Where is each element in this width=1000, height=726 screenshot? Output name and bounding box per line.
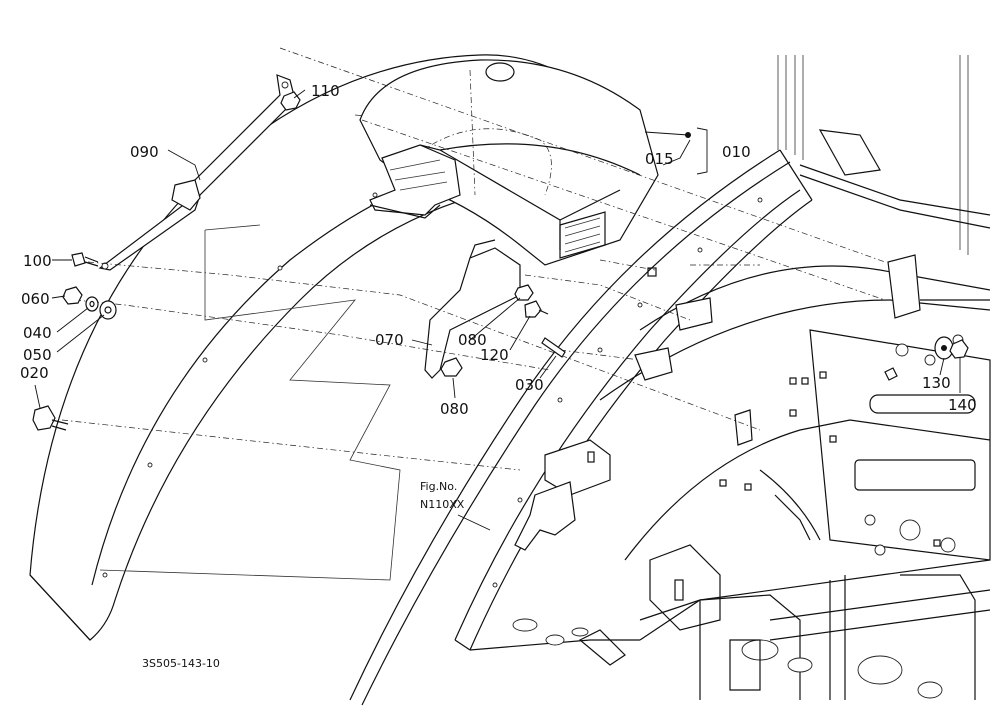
label-070: 070 — [375, 331, 404, 349]
label-120: 120 — [480, 346, 509, 364]
label-110: 110 — [311, 82, 340, 100]
label-010: 010 — [722, 143, 751, 161]
stay-bracket-070 — [424, 239, 521, 379]
figure-reference: Fig.No. N110XX — [420, 480, 465, 511]
rail-brackets — [514, 267, 753, 551]
fig-ref-line2: N110XX — [420, 498, 465, 511]
label-080-upper: 080 — [458, 331, 487, 349]
alignment-lines — [61, 47, 886, 471]
label-015: 015 — [645, 150, 674, 168]
label-060: 060 — [21, 290, 50, 308]
label-040: 040 — [23, 324, 52, 342]
label-140: 140 — [948, 396, 977, 414]
fig-ref-line1: Fig.No. — [420, 480, 457, 493]
label-030: 030 — [515, 376, 544, 394]
label-080-lower: 080 — [440, 400, 469, 418]
label-130: 130 — [922, 374, 951, 392]
label-090: 090 — [130, 143, 159, 161]
label-100: 100 — [23, 252, 52, 270]
label-050: 050 — [23, 346, 52, 364]
box-holder-bracket — [369, 144, 461, 219]
hardware — [32, 91, 969, 431]
floor-bolts — [719, 371, 941, 547]
leaders — [34, 89, 961, 531]
part-labels: 110 090 100 060 040 050 020 070 080 080 … — [20, 82, 977, 418]
label-020: 020 — [20, 364, 49, 382]
rail-holes — [492, 197, 763, 588]
drawing-code: 3S505-143-10 — [142, 657, 220, 670]
